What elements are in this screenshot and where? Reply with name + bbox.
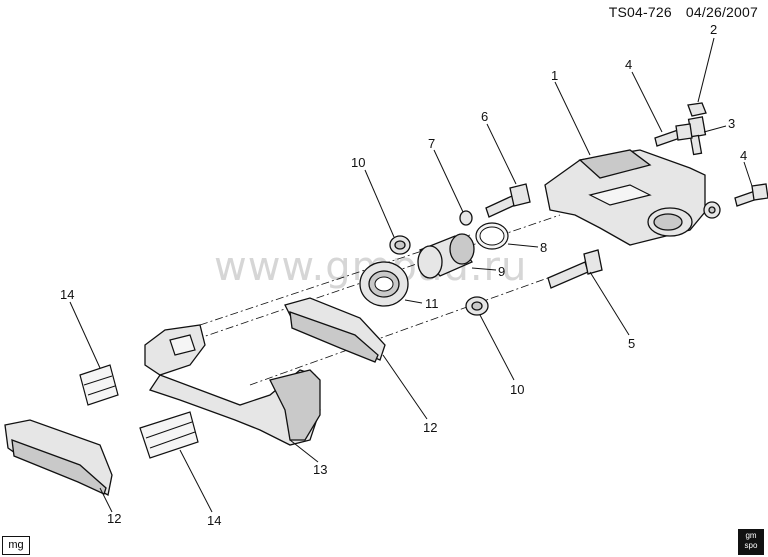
callout-6: 6: [481, 109, 488, 124]
bleeder-valve: [687, 116, 707, 156]
logo-bottom-text: spo: [744, 541, 758, 550]
callout-8: 8: [540, 240, 547, 255]
callout-3: 3: [728, 116, 735, 131]
logo-top-text: gm: [745, 531, 757, 540]
diagram-header: TS04-726 04/26/2007: [599, 4, 758, 20]
callout-14-upper: 14: [60, 287, 74, 302]
callout-4-upper: 4: [625, 57, 632, 72]
callout-12-left: 12: [107, 511, 121, 526]
callout-13: 13: [313, 462, 327, 477]
leader-lines: [69, 37, 753, 513]
callout-2: 2: [710, 22, 717, 37]
callout-5: 5: [628, 336, 635, 351]
brake-pad-outer: [284, 297, 386, 363]
mounting-bolt-upper: [654, 123, 693, 147]
caliper-housing: [544, 149, 721, 246]
small-bushing: [459, 210, 473, 226]
guide-pin-bolt: [485, 183, 531, 218]
callout-14-lower: 14: [207, 513, 221, 528]
bleeder-cap: [687, 102, 707, 117]
drawing-tag: mg: [2, 536, 30, 555]
diagram-code: TS04-726: [608, 4, 672, 20]
guide-pin-long: [547, 249, 603, 289]
mounting-bolt-right: [734, 183, 768, 207]
gm-spo-logo: gm spo: [738, 529, 764, 555]
pad-clip-lower: [139, 411, 199, 459]
boot-lower: [465, 296, 489, 316]
assembly-line-c: [249, 269, 571, 386]
caliper-bracket: [144, 324, 321, 446]
piston-seal: [475, 222, 509, 250]
caliper-piston: [417, 233, 475, 279]
diagram-date: 04/26/2007: [685, 4, 758, 20]
callout-1: 1: [551, 68, 558, 83]
brake-pad-inner: [4, 419, 113, 496]
callout-7: 7: [428, 136, 435, 151]
callout-4-right: 4: [740, 148, 747, 163]
callout-9: 9: [498, 264, 505, 279]
callout-11: 11: [425, 296, 439, 311]
callout-12-right: 12: [423, 420, 437, 435]
piston-dust-boot: [359, 261, 409, 307]
callout-10-upper: 10: [351, 155, 365, 170]
boot-upper: [389, 235, 411, 255]
callout-10-lower: 10: [510, 382, 524, 397]
pad-clip-upper: [79, 364, 119, 406]
